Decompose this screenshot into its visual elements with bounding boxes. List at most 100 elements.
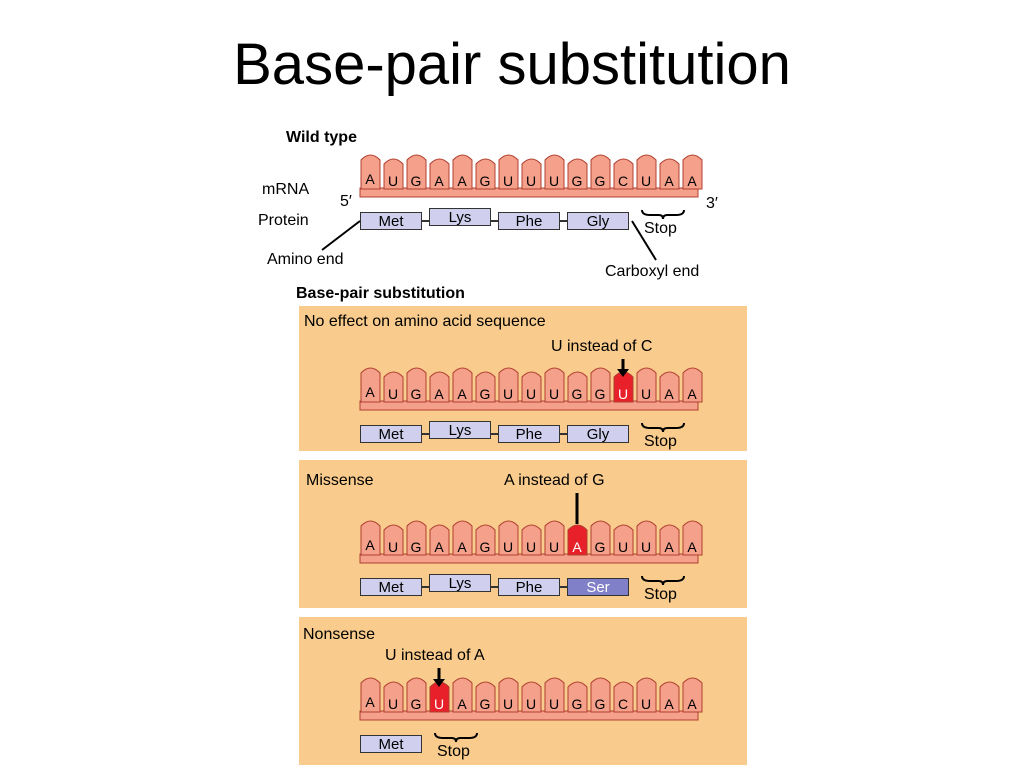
mutated-base-letter: A <box>572 539 582 555</box>
base-tab <box>429 158 450 190</box>
base-letter: A <box>664 539 674 555</box>
base-tab <box>682 520 703 556</box>
wild-type-heading: Wild type <box>286 129 357 146</box>
base-letter: A <box>365 171 375 187</box>
base-tab <box>636 520 657 556</box>
base-tab <box>521 371 542 403</box>
base-letter: C <box>617 173 629 189</box>
base-letter: G <box>479 696 491 712</box>
base-letter: C <box>617 696 629 712</box>
three-prime-label: 3′ <box>706 195 718 212</box>
base-letter: G <box>571 386 583 402</box>
base-tab <box>636 367 657 403</box>
amino-acid-met: Met <box>360 735 422 753</box>
base-tab <box>567 681 588 713</box>
mutation-pointer-arrow <box>617 359 629 377</box>
base-tab <box>406 367 427 403</box>
base-letter: A <box>365 694 375 710</box>
base-letter: A <box>434 173 444 189</box>
five-prime-label: 5′ <box>340 193 352 210</box>
base-letter: G <box>594 173 606 189</box>
base-letter: U <box>502 539 514 555</box>
amino-acid-lys: Lys <box>429 421 491 439</box>
base-letter: G <box>594 539 606 555</box>
base-tab <box>682 154 703 190</box>
base-tab <box>360 154 381 190</box>
base-letter: U <box>640 539 652 555</box>
base-letter: G <box>410 539 422 555</box>
peptide-bond <box>491 220 498 222</box>
base-tab <box>613 681 634 713</box>
base-letter: U <box>525 173 537 189</box>
amino-acid-gly: Gly <box>567 212 629 230</box>
base-tab <box>452 367 473 403</box>
base-tab <box>567 158 588 190</box>
amino-acid-lys: Lys <box>429 574 491 592</box>
base-tab <box>590 367 611 403</box>
base-tab <box>590 154 611 190</box>
base-letter: A <box>664 696 674 712</box>
base-letter: A <box>457 386 467 402</box>
base-tab <box>682 677 703 713</box>
base-tab <box>521 158 542 190</box>
base-tab <box>475 524 496 556</box>
base-tab <box>521 681 542 713</box>
base-tab <box>429 371 450 403</box>
peptide-bond <box>560 586 567 588</box>
base-letter: U <box>548 696 560 712</box>
peptide-bond <box>422 220 429 222</box>
base-letter: U <box>617 539 629 555</box>
base-tab <box>383 371 404 403</box>
base-letter: A <box>687 539 697 555</box>
base-letter: U <box>548 539 560 555</box>
amino-acid-phe: Phe <box>498 212 560 230</box>
peptide-bond <box>560 433 567 435</box>
mutated-base-letter: U <box>433 696 445 712</box>
base-letter: A <box>687 696 697 712</box>
panel-title: Nonsense <box>303 626 376 643</box>
mutated-base-letter: U <box>617 386 629 402</box>
base-tab <box>682 367 703 403</box>
carboxyl-end-label: Carboxyl end <box>605 263 700 280</box>
base-tab <box>544 520 565 556</box>
base-tab <box>636 154 657 190</box>
base-tab <box>406 677 427 713</box>
amino-acid-lys: Lys <box>429 208 491 226</box>
base-letter: G <box>479 386 491 402</box>
base-tab <box>590 677 611 713</box>
base-letter: G <box>594 696 606 712</box>
base-tab <box>498 154 519 190</box>
amino-acid-met: Met <box>360 425 422 443</box>
base-tab <box>475 158 496 190</box>
base-letter: U <box>502 173 514 189</box>
base-letter: G <box>479 173 491 189</box>
base-letter: G <box>571 696 583 712</box>
peptide-bond <box>560 220 567 222</box>
base-letter: U <box>525 386 537 402</box>
base-tab <box>475 371 496 403</box>
base-tab <box>544 154 565 190</box>
mutation-note: U instead of C <box>551 338 653 355</box>
base-tab <box>613 524 634 556</box>
base-letter: U <box>502 386 514 402</box>
base-letter: G <box>410 696 422 712</box>
base-letter: U <box>640 173 652 189</box>
mutation-pointer-arrow <box>575 493 579 524</box>
amino-acid-met: Met <box>360 212 422 230</box>
amino-end-label: Amino end <box>267 251 344 268</box>
stop-label: Stop <box>644 433 677 450</box>
base-tab <box>452 520 473 556</box>
base-tab <box>544 677 565 713</box>
base-letter: A <box>434 386 444 402</box>
base-letter: U <box>387 386 399 402</box>
base-tab <box>498 520 519 556</box>
base-letter: U <box>525 539 537 555</box>
base-letter: U <box>525 696 537 712</box>
base-letter: U <box>387 696 399 712</box>
peptide-bond <box>422 586 429 588</box>
panel-title: No effect on amino acid sequence <box>304 313 546 330</box>
stop-label: Stop <box>437 743 470 760</box>
base-letter: G <box>594 386 606 402</box>
